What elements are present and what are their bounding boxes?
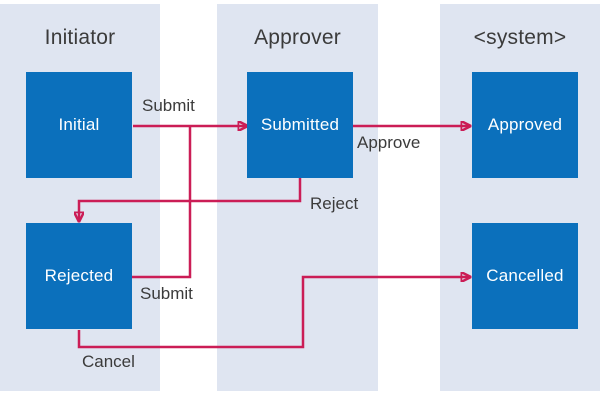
lane-approver [217,4,378,391]
node-cancelled-label: Cancelled [486,266,564,285]
lane-title-system: <system> [473,26,567,49]
node-initial-label: Initial [58,115,100,134]
node-cancelled: Cancelled [472,223,578,329]
edge-label-submit-top: Submit [142,96,195,115]
node-submitted: Submitted [247,72,353,178]
node-rejected: Rejected [26,223,132,329]
node-submitted-label: Submitted [260,115,340,134]
lane-title-approver: Approver [254,26,341,49]
edge-cancel-rejected-to-cancelled [77,277,470,349]
node-approved: Approved [472,72,578,178]
node-rejected-label: Rejected [44,266,114,285]
node-approved-label: Approved [487,115,563,134]
edge-submit-rejected-to-submitted [132,125,192,279]
edge-label-cancel: Cancel [82,352,135,371]
edge-label-submit-bottom: Submit [140,284,193,303]
edge-label-approve: Approve [357,133,421,152]
edge-label-reject: Reject [310,194,359,213]
node-initial: Initial [26,72,132,178]
lane-title-initiator: Initiator [44,26,116,49]
